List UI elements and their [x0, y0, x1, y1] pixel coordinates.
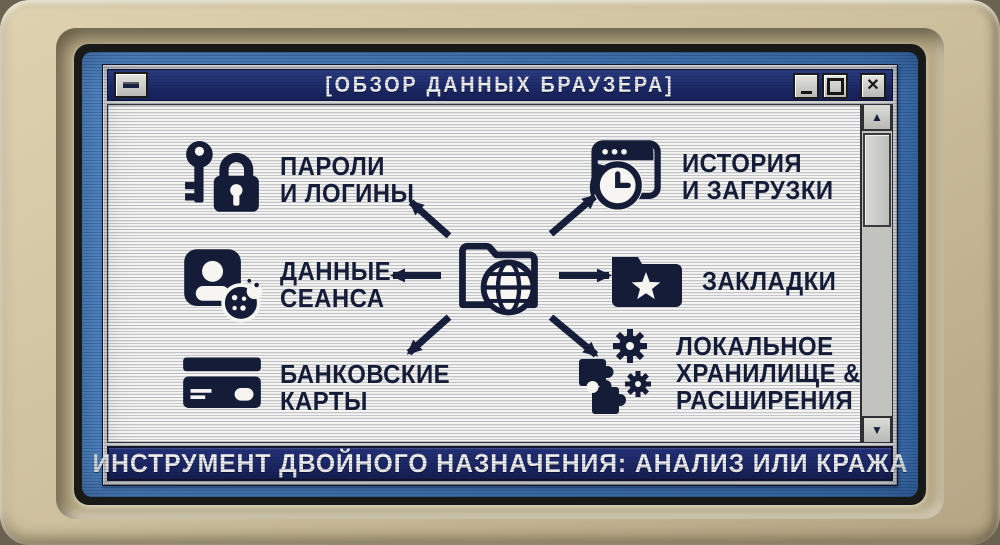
item-label-line: КАРТЫ: [280, 386, 368, 416]
window-title: [ОБЗОР ДАННЫХ БРАУЗЕРА]: [325, 72, 675, 97]
history-clock-icon: [589, 140, 661, 211]
crt-rim: [ОБЗОР ДАННЫХ БРАУЗЕРА] ✕: [74, 44, 926, 505]
minimize-button[interactable]: [793, 73, 819, 99]
item-label: ЛОКАЛЬНОЕ ХРАНИЛИЩЕ & РАСШИРЕНИЯ: [676, 330, 861, 415]
maximize-icon: [826, 77, 844, 95]
item-label-line: И ЛОГИНЫ: [280, 178, 415, 208]
scroll-down-icon: ▼: [871, 423, 883, 437]
item-label-line: ЛОКАЛЬНОЕ: [676, 330, 834, 361]
maximize-button[interactable]: [822, 73, 848, 99]
title-bar[interactable]: [ОБЗОР ДАННЫХ БРАУЗЕРА] ✕: [107, 69, 893, 101]
close-icon: ✕: [866, 77, 880, 94]
item-label-line: ЗАКЛАДКИ: [702, 265, 837, 296]
item-label: ПАРОЛИ И ЛОГИНЫ: [280, 153, 414, 207]
screen: [ОБЗОР ДАННЫХ БРАУЗЕРА] ✕: [82, 52, 918, 497]
key-lock-icon: [185, 141, 259, 212]
scroll-up-button[interactable]: ▲: [862, 105, 892, 131]
item-label-line: ХРАНИЛИЩЕ &: [676, 357, 861, 388]
item-label-line: РАСШИРЕНИЯ: [676, 384, 854, 415]
browser-data-diagram: ПАРОЛИ И ЛОГИНЫ: [108, 105, 860, 442]
item-label-line: ПАРОЛИ: [280, 151, 385, 181]
vertical-scrollbar[interactable]: ▲ ▼: [860, 105, 892, 442]
screen-recess: [ОБЗОР ДАННЫХ БРАУЗЕРА] ✕: [56, 28, 944, 519]
item-label-line: СЕАНСА: [280, 283, 385, 313]
item-label-line: ДАННЫЕ: [280, 256, 392, 286]
item-label: ЗАКЛАДКИ: [702, 265, 837, 296]
window-controls: ✕: [793, 73, 886, 99]
browser-data-folder-globe-icon: [459, 242, 538, 316]
folder-star-icon: [612, 257, 682, 307]
diagram-item-bookmarks: ЗАКЛАДКИ: [606, 241, 848, 321]
user-cookie-icon: [184, 249, 263, 323]
item-label: ДАННЫЕ СЕАНСА: [280, 258, 391, 312]
item-label-line: БАНКОВСКИЕ: [280, 359, 451, 389]
content-area: ПАРОЛИ И ЛОГИНЫ: [107, 104, 893, 443]
item-label-line: ИСТОРИЯ: [682, 148, 803, 178]
item-label-line: И ЗАГРУЗКИ: [682, 175, 834, 205]
diagram-arrows: [390, 193, 612, 358]
app-window: [ОБЗОР ДАННЫХ БРАУЗЕРА] ✕: [92, 64, 907, 486]
close-button[interactable]: ✕: [860, 73, 886, 99]
status-bar: ИНСТРУМЕНТ ДВОЙНОГО НАЗНАЧЕНИЯ: АНАЛИЗ И…: [92, 446, 907, 481]
status-text: ИНСТРУМЕНТ ДВОЙНОГО НАЗНАЧЕНИЯ: АНАЛИЗ И…: [92, 448, 908, 478]
diagram-item-session: ДАННЫЕ СЕАНСА: [180, 243, 401, 327]
scroll-down-button[interactable]: ▼: [862, 416, 892, 442]
item-label: ИСТОРИЯ И ЗАГРУЗКИ: [682, 150, 834, 204]
diagram-item-cards: БАНКОВСКИЕ КАРТЫ: [180, 353, 465, 423]
bank-card-icon: [183, 357, 261, 408]
sysmenu-button[interactable]: [114, 72, 148, 98]
diagram-item-history: ИСТОРИЯ И ЗАГРУЗКИ: [582, 135, 847, 219]
diagram-item-passwords: ПАРОЛИ И ЛОГИНЫ: [182, 139, 426, 221]
scroll-thumb[interactable]: [863, 133, 891, 227]
puzzle-gears-icon: [579, 329, 651, 414]
scroll-up-icon: ▲: [871, 110, 883, 124]
title-wrap: [ОБЗОР ДАННЫХ БРАУЗЕРА]: [108, 70, 892, 100]
diagram-item-storage: ЛОКАЛЬНОЕ ХРАНИЛИЩЕ & РАСШИРЕНИЯ: [576, 329, 877, 417]
menu-dash-icon: [123, 82, 139, 88]
item-label: БАНКОВСКИЕ КАРТЫ: [280, 361, 450, 415]
minimize-icon: [800, 90, 812, 94]
